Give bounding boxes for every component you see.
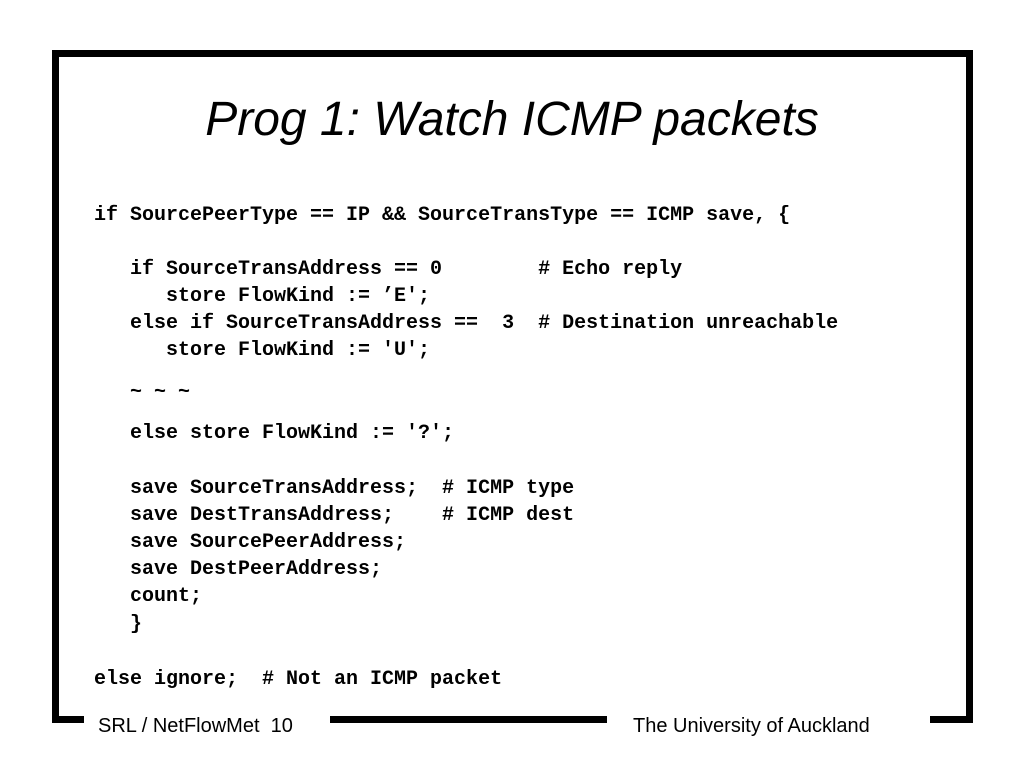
frame-right-border <box>966 50 973 722</box>
footer-institution: The University of Auckland <box>633 715 870 737</box>
code-line: else store FlowKind := '?'; <box>94 422 455 445</box>
code-line: store FlowKind := 'U'; <box>94 339 431 362</box>
code-line: save DestTransAddress; # ICMP dest <box>94 504 575 527</box>
code-line: ~ ~ ~ <box>94 381 191 404</box>
code-line: else if SourceTransAddress == 3 # Destin… <box>94 312 839 335</box>
frame-bottom-left-segment <box>52 716 84 723</box>
frame-bottom-right-segment <box>930 716 973 723</box>
code-line: count; <box>94 585 203 608</box>
code-line: store FlowKind := ’E'; <box>94 285 431 308</box>
footer-slide-label: SRL / NetFlowMet 10 <box>98 715 293 737</box>
code-line: else ignore; # Not an ICMP packet <box>94 668 503 691</box>
code-line: save SourcePeerAddress; <box>94 531 407 554</box>
code-line: save DestPeerAddress; <box>94 558 383 581</box>
code-line: if SourceTransAddress == 0 # Echo reply <box>94 258 683 281</box>
code-line: } <box>94 613 143 636</box>
slide-title: Prog 1: Watch ICMP packets <box>205 93 819 146</box>
frame-top-border <box>52 50 973 57</box>
frame-bottom-middle-segment <box>330 716 607 723</box>
code-line: if SourcePeerType == IP && SourceTransTy… <box>94 204 791 227</box>
code-line: save SourceTransAddress; # ICMP type <box>94 477 575 500</box>
frame-left-border <box>52 50 59 722</box>
